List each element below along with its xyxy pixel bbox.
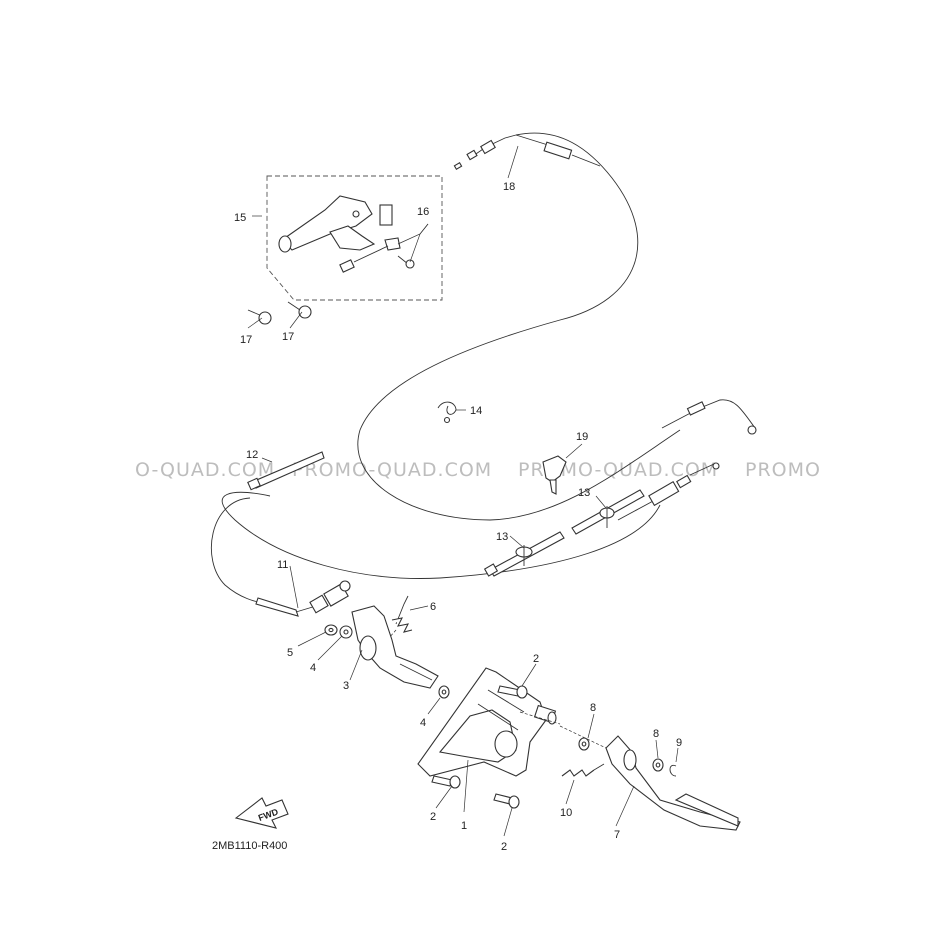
cable-band-13-lower bbox=[483, 531, 565, 577]
callout-2-upper: 2 bbox=[533, 653, 539, 665]
bolt-2-left bbox=[431, 775, 461, 789]
washer-4-lower bbox=[438, 685, 450, 699]
callout-5: 5 bbox=[287, 647, 293, 659]
second-cable-loop bbox=[221, 491, 661, 579]
callout-7: 7 bbox=[614, 829, 620, 841]
lever-assembly-box bbox=[266, 175, 443, 301]
callout-8-right: 8 bbox=[653, 728, 659, 740]
diagram-code: 2MB1110-R400 bbox=[212, 840, 287, 852]
clip-14 bbox=[437, 401, 457, 424]
callout-14: 14 bbox=[470, 405, 482, 417]
fwd-arrow: FWD bbox=[234, 797, 289, 829]
lever-bolt-16 bbox=[339, 237, 415, 273]
brake-arm-3 bbox=[351, 605, 439, 689]
hand-lever bbox=[278, 195, 393, 253]
callout-labels: 15 16 18 17 17 14 19 12 13 13 11 6 5 4 3… bbox=[234, 181, 682, 853]
cable-end-11 bbox=[255, 580, 351, 617]
callout-16: 16 bbox=[417, 206, 429, 218]
callout-17-left: 17 bbox=[240, 334, 252, 346]
washer-5 bbox=[324, 624, 338, 636]
bolt-2-upper bbox=[497, 685, 528, 699]
bolt-17-right bbox=[287, 301, 312, 319]
callout-13-lower: 13 bbox=[496, 531, 508, 543]
callout-6: 6 bbox=[430, 601, 436, 613]
leader-lines bbox=[247, 145, 679, 837]
washer-8-right bbox=[652, 758, 664, 772]
callout-18: 18 bbox=[503, 181, 515, 193]
callout-10: 10 bbox=[560, 807, 572, 819]
brake-pedal-7 bbox=[605, 735, 741, 831]
callout-11: 11 bbox=[277, 559, 288, 571]
callout-3: 3 bbox=[343, 680, 349, 692]
spring-10 bbox=[561, 763, 605, 777]
callout-19: 19 bbox=[576, 431, 588, 443]
bolt-2-bottom bbox=[493, 793, 520, 809]
cable-holder-19 bbox=[542, 455, 567, 495]
parking-brake-cable bbox=[357, 132, 681, 521]
callout-17-right: 17 bbox=[282, 331, 294, 343]
clip-9 bbox=[669, 764, 677, 777]
cable-band-13-upper bbox=[571, 489, 645, 535]
callout-13-upper: 13 bbox=[578, 487, 590, 499]
washer-8-left bbox=[578, 737, 590, 751]
cable-end-right bbox=[617, 399, 757, 521]
watermark-center-right: PROMO-QUAD.COM bbox=[518, 459, 718, 481]
callout-8-left: 8 bbox=[590, 702, 596, 714]
callout-9: 9 bbox=[676, 737, 682, 749]
watermark-right: PROMO bbox=[745, 459, 821, 481]
callout-4-upper: 4 bbox=[310, 662, 316, 674]
callout-2-bottom: 2 bbox=[501, 841, 507, 853]
cable-end-top bbox=[453, 134, 601, 170]
pivot-shaft bbox=[519, 704, 607, 749]
cable-lower-loop bbox=[211, 497, 269, 605]
callout-4-lower: 4 bbox=[420, 717, 426, 729]
cable-band-12 bbox=[247, 451, 325, 491]
callout-2-left: 2 bbox=[430, 811, 436, 823]
bolt-17-left bbox=[247, 309, 272, 325]
pedal-bracket-1 bbox=[417, 667, 547, 777]
callout-1: 1 bbox=[461, 820, 467, 832]
watermark-center-left: PROMO-QUAD.COM bbox=[292, 459, 492, 481]
watermark-row: O-QUAD.COM PROMO-QUAD.COM PROMO-QUAD.COM… bbox=[135, 459, 821, 481]
watermark-left: O-QUAD.COM bbox=[135, 459, 275, 481]
callout-12: 12 bbox=[246, 449, 258, 461]
callout-15: 15 bbox=[234, 212, 246, 224]
washer-4-upper bbox=[339, 625, 353, 639]
